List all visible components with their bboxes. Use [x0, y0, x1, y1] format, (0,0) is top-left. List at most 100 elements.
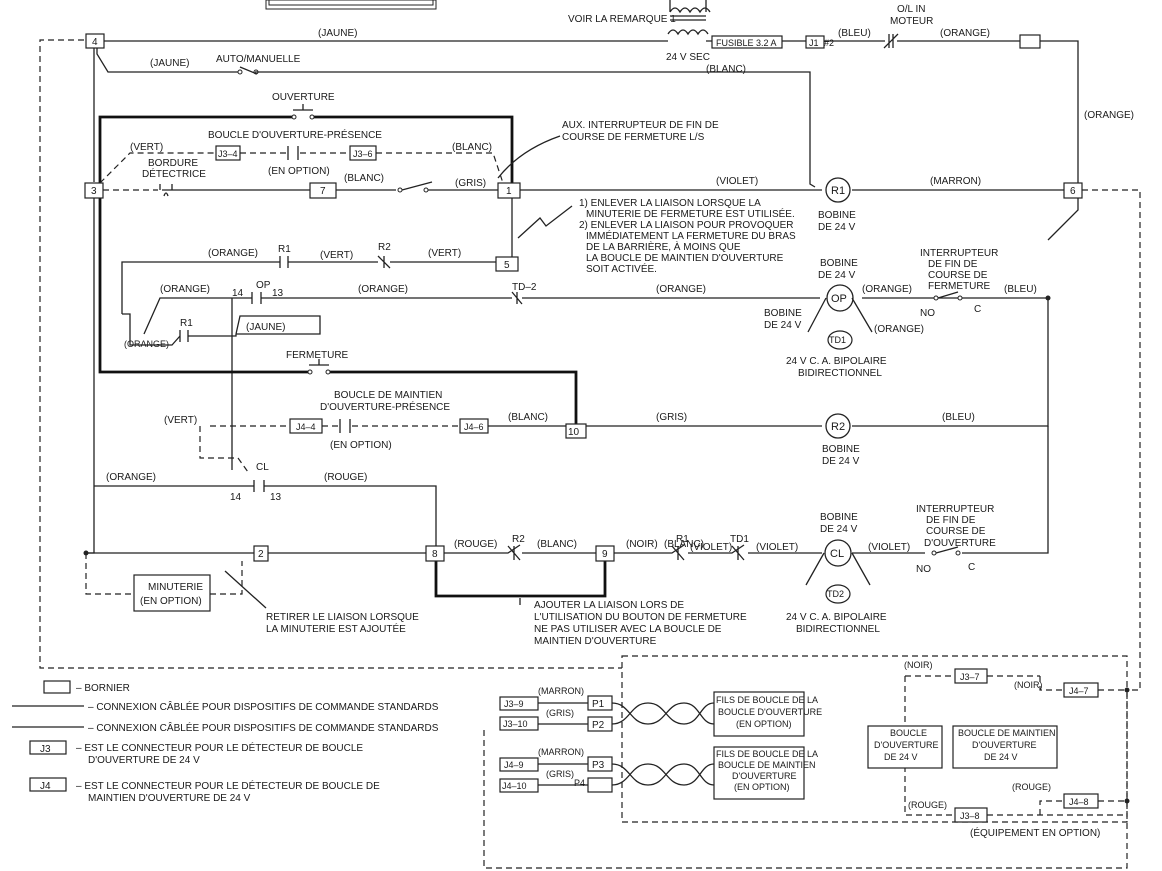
svg-text:(BLEU): (BLEU) — [942, 412, 975, 423]
svg-text:DE FIN DE: DE FIN DE — [928, 259, 978, 270]
svg-text:(NOIR): (NOIR) — [1014, 680, 1043, 690]
svg-text:(EN OPTION): (EN OPTION) — [140, 596, 202, 607]
wire-orange-top: (ORANGE) — [940, 28, 990, 39]
svg-text:DE 24 V: DE 24 V — [820, 524, 858, 535]
svg-text:R1: R1 — [831, 185, 845, 197]
svg-text:BOUCLE DE MAINTIEN: BOUCLE DE MAINTIEN — [334, 390, 442, 401]
svg-text:FERMETURE: FERMETURE — [928, 281, 991, 292]
minuterie-box — [133, 574, 211, 612]
svg-text:R2: R2 — [831, 421, 845, 433]
svg-text:P1: P1 — [592, 699, 605, 710]
svg-text:BOBINE: BOBINE — [818, 210, 856, 221]
j1-label: J1 — [809, 38, 819, 48]
svg-text:(ORANGE): (ORANGE) — [208, 248, 258, 259]
svg-text:(ORANGE): (ORANGE) — [160, 284, 210, 295]
svg-text:(ORANGE): (ORANGE) — [124, 339, 169, 349]
svg-text:NO: NO — [916, 564, 931, 575]
svg-text:(GRIS): (GRIS) — [546, 769, 574, 779]
svg-text:2: 2 — [258, 549, 264, 560]
svg-text:C: C — [968, 562, 975, 573]
coils: R1 OP TD1 R2 CL TD2 — [805, 177, 873, 604]
svg-text:J4–10: J4–10 — [502, 781, 527, 791]
svg-text:J3–8: J3–8 — [960, 811, 980, 821]
svg-text:(GRIS): (GRIS) — [546, 708, 574, 718]
svg-text:BOUCLE: BOUCLE — [890, 728, 927, 738]
svg-text:(VIOLET): (VIOLET) — [690, 542, 732, 553]
svg-text:(BLANC): (BLANC) — [537, 539, 577, 550]
svg-text:DE LA BARRIÈRE, À MOINS QUE: DE LA BARRIÈRE, À MOINS QUE — [586, 240, 741, 253]
svg-text:TD1: TD1 — [829, 335, 846, 345]
svg-text:INTERRUPTEUR: INTERRUPTEUR — [916, 504, 994, 515]
terminal-2 — [253, 545, 269, 562]
svg-text:(ROUGE): (ROUGE) — [454, 539, 497, 550]
svg-text:BOBINE: BOBINE — [820, 258, 858, 269]
svg-text:(ORANGE): (ORANGE) — [874, 324, 924, 335]
terminal-10 — [565, 423, 587, 439]
svg-text:D'OUVERTURE-PRÉSENCE: D'OUVERTURE-PRÉSENCE — [320, 400, 450, 413]
svg-text:(VIOLET): (VIOLET) — [868, 542, 910, 553]
svg-text:FILS DE BOUCLE DE LA: FILS DE BOUCLE DE LA — [716, 749, 818, 759]
svg-text:D'OUVERTURE: D'OUVERTURE — [732, 771, 797, 781]
svg-text:LA BOUCLE DE MAINTIEN D'OUVERT: LA BOUCLE DE MAINTIEN D'OUVERTURE — [586, 253, 784, 264]
svg-text:– CONNEXION CÂBLÉE POUR DISPOS: – CONNEXION CÂBLÉE POUR DISPOSITIFS DE C… — [88, 721, 439, 734]
svg-text:#2: #2 — [824, 38, 834, 48]
wire-color-labels: (JAUNE) (JAUNE) (BLANC) (ORANGE) (VERT) … — [106, 28, 1134, 553]
svg-text:BORDURE: BORDURE — [148, 158, 198, 169]
svg-text:(VIOLET): (VIOLET) — [756, 542, 798, 553]
svg-text:MAINTIEN D'OUVERTURE DE 24 V: MAINTIEN D'OUVERTURE DE 24 V — [88, 793, 251, 804]
svg-text:MINUTERIE DE FERMETURE EST UTI: MINUTERIE DE FERMETURE EST UTILISÉE. — [586, 207, 795, 220]
svg-text:FERMETURE: FERMETURE — [286, 350, 349, 361]
svg-text:IMMÉDIATEMENT LA FERMETURE DU: IMMÉDIATEMENT LA FERMETURE DU BRAS — [586, 229, 796, 242]
svg-text:10: 10 — [568, 427, 580, 438]
terminal-5 — [495, 256, 519, 272]
svg-text:– EST LE CONNECTEUR POUR LE DÉ: – EST LE CONNECTEUR POUR LE DÉTECTEUR DE… — [76, 741, 363, 754]
svg-text:TD2: TD2 — [827, 589, 844, 599]
svg-text:(VIOLET): (VIOLET) — [716, 176, 758, 187]
svg-text:(VERT): (VERT) — [428, 248, 461, 259]
terminal-1 — [497, 182, 521, 199]
svg-text:DE FIN DE: DE FIN DE — [926, 515, 976, 526]
svg-text:D'OUVERTURE DE 24 V: D'OUVERTURE DE 24 V — [88, 755, 200, 766]
svg-text:(ORANGE): (ORANGE) — [862, 284, 912, 295]
svg-text:(EN OPTION): (EN OPTION) — [268, 166, 330, 177]
coil-td2 — [825, 584, 851, 604]
svg-text:– CONNEXION CÂBLÉE POUR DISPOS: – CONNEXION CÂBLÉE POUR DISPOSITIFS DE C… — [88, 700, 439, 713]
svg-text:14: 14 — [232, 288, 244, 299]
svg-text:7: 7 — [320, 186, 326, 197]
svg-text:DE 24 V: DE 24 V — [984, 752, 1018, 762]
svg-text:(EN OPTION): (EN OPTION) — [330, 440, 392, 451]
svg-text:(BLANC): (BLANC) — [706, 64, 746, 75]
svg-text:(MARRON): (MARRON) — [538, 686, 584, 696]
component-labels: AUTO/MANUELLE OUVERTURE BOUCLE D'OUVERTU… — [142, 54, 998, 647]
coil-cl — [824, 539, 852, 567]
svg-text:(BLANC): (BLANC) — [508, 412, 548, 423]
svg-text:(ROUGE): (ROUGE) — [324, 472, 367, 483]
svg-text:J3: J3 — [40, 744, 51, 755]
svg-text:DE 24 V: DE 24 V — [884, 752, 918, 762]
svg-text:R2: R2 — [512, 534, 525, 545]
svg-text:(ROUGE): (ROUGE) — [908, 800, 947, 810]
svg-text:(VERT): (VERT) — [130, 142, 163, 153]
j1-box — [805, 35, 825, 49]
svg-text:24 V C. A. BIPOLAIRE: 24 V C. A. BIPOLAIRE — [786, 356, 887, 367]
svg-text:1: 1 — [506, 186, 512, 197]
svg-text:2) ENLEVER LA LIAISON POUR PRO: 2) ENLEVER LA LIAISON POUR PROVOQUER — [579, 220, 794, 231]
fuse-box — [711, 35, 783, 49]
terminal-7 — [309, 182, 337, 199]
svg-text:BIDIRECTIONNEL: BIDIRECTIONNEL — [796, 624, 880, 635]
svg-text:(MARRON): (MARRON) — [538, 747, 584, 757]
svg-text:(VERT): (VERT) — [164, 415, 197, 426]
svg-text:9: 9 — [602, 549, 608, 560]
svg-text:OP: OP — [831, 293, 847, 305]
coil-r1 — [825, 177, 851, 203]
svg-text:(BLANC): (BLANC) — [664, 539, 704, 550]
wire-bleu-top: (BLEU) — [838, 28, 871, 39]
svg-text:TD1: TD1 — [730, 534, 749, 545]
svg-text:(NOIR): (NOIR) — [904, 660, 933, 670]
coil-r2 — [825, 413, 851, 439]
svg-text:NO: NO — [920, 308, 935, 319]
outer-dashed-loop — [39, 39, 1141, 869]
main-wiring — [83, 33, 1079, 609]
svg-text:(GRIS): (GRIS) — [455, 178, 486, 189]
